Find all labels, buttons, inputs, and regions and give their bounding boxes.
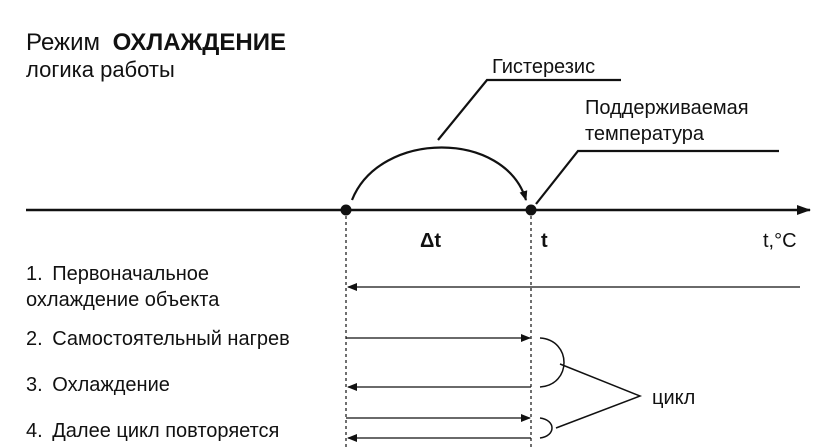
- title-prefix: Режим: [26, 29, 100, 56]
- title-subtitle: логика работы: [26, 57, 175, 82]
- hysteresis-leader: [437, 78, 621, 141]
- cycle-leader: [555, 363, 643, 429]
- step4-number: 4.: [26, 420, 43, 442]
- setpoint-point: [525, 204, 537, 216]
- hysteresis-start-point: [340, 204, 352, 216]
- delta-t-label: Δt: [420, 230, 441, 252]
- step3-number: 3.: [26, 374, 43, 396]
- step2-label: 2. Самостоятельный нагрев: [26, 328, 290, 350]
- setpoint-label-line1: Поддерживаемая: [585, 97, 749, 119]
- setpoint-label-line2: температура: [585, 123, 705, 145]
- step4-label: 4. Далее цикл повторяется: [26, 420, 279, 442]
- setpoint-t-label: t: [541, 230, 548, 252]
- step3-text: Охлаждение: [52, 374, 170, 396]
- step4-text: Далее цикл повторяется: [52, 420, 279, 442]
- title-text: Режим ОХЛАЖДЕНИЕ: [26, 29, 286, 56]
- axis-unit-label: t,°C: [763, 230, 797, 252]
- step1-line2: охлаждение объекта: [26, 289, 220, 311]
- cycle-label: цикл: [652, 387, 695, 409]
- step3-label: 3. Охлаждение: [26, 374, 170, 396]
- step2-number: 2.: [26, 328, 43, 350]
- cycle-brace-main: [539, 337, 565, 388]
- step1-text: Первоначальное: [52, 263, 209, 285]
- hysteresis-label: Гистерезис: [492, 56, 595, 78]
- title-mode: ОХЛАЖДЕНИЕ: [113, 29, 286, 56]
- step2-text: Самостоятельный нагрев: [52, 328, 290, 350]
- step1-line1: 1. Первоначальное: [26, 263, 209, 285]
- step1-number: 1.: [26, 263, 43, 285]
- cycle-brace-small: [539, 417, 553, 439]
- hysteresis-arc: [350, 146, 528, 201]
- setpoint-leader: [535, 149, 779, 205]
